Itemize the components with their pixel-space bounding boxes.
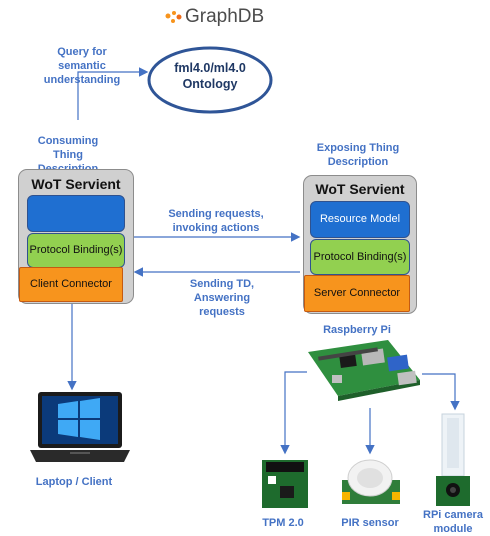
left-consumer-block bbox=[27, 195, 125, 232]
raspberry-pi-image bbox=[308, 340, 420, 401]
pir-sensor-label: PIR sensor bbox=[341, 517, 399, 529]
camera-module-label: RPi camera module bbox=[423, 509, 483, 535]
raspberry-pi-label: Raspberry Pi bbox=[323, 324, 391, 336]
query-arrow bbox=[77, 67, 149, 120]
tpm-arrow bbox=[280, 371, 307, 455]
ontology-ellipse bbox=[147, 46, 273, 114]
sending-requests-label: Sending requests, invoking actions bbox=[168, 208, 264, 234]
right-wot-servient: WoT Servient Resource Model Protocol Bin… bbox=[303, 175, 417, 314]
graphdb-logo-text: GraphDB bbox=[185, 6, 265, 27]
left-wot-servient: WoT Servient Protocol Binding(s) Client … bbox=[18, 169, 134, 304]
ontology-label: fml4.0/ml4.0 Ontology bbox=[150, 60, 270, 92]
tpm-label: TPM 2.0 bbox=[262, 517, 304, 529]
ontology-line2: Ontology bbox=[182, 77, 238, 91]
left-protocol-bindings: Protocol Binding(s) bbox=[27, 233, 125, 268]
right-servient-title: WoT Servient bbox=[315, 181, 405, 197]
laptop-image bbox=[30, 392, 130, 462]
tpm-image bbox=[262, 460, 308, 508]
right-resource-model: Resource Model bbox=[310, 201, 410, 238]
exposing-td-label: Exposing Thing Description bbox=[316, 142, 400, 168]
query-label: Query for semantic understanding bbox=[43, 46, 121, 86]
ontology-line1: fml4.0/ml4.0 bbox=[174, 61, 246, 75]
pir-sensor-image bbox=[342, 459, 400, 504]
left-client-connector: Client Connector bbox=[19, 267, 123, 302]
camera-module-image bbox=[436, 413, 470, 506]
graphdb-logo-icon bbox=[165, 11, 182, 23]
left-servient-title: WoT Servient bbox=[31, 176, 121, 192]
right-server-connector: Server Connector bbox=[304, 275, 410, 312]
sending-td-label: Sending TD, Answering requests bbox=[189, 278, 255, 318]
camera-arrow bbox=[422, 373, 460, 411]
right-protocol-bindings: Protocol Binding(s) bbox=[310, 239, 410, 275]
laptop-label: Laptop / Client bbox=[35, 476, 113, 488]
